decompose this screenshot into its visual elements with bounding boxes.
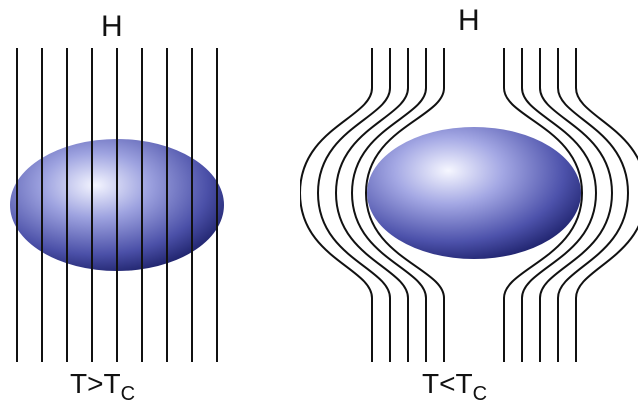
field-line <box>539 48 614 362</box>
superconducting-state-panel: H T<TC <box>300 0 638 404</box>
field-line <box>503 48 584 362</box>
field-line <box>350 48 427 362</box>
field-line <box>316 48 391 362</box>
straight-field-lines <box>16 48 218 362</box>
field-line <box>575 48 638 362</box>
field-line <box>521 48 598 362</box>
temperature-main: T>T <box>70 368 121 399</box>
field-line <box>334 48 409 362</box>
normal-state-panel: H T>TC <box>0 0 300 404</box>
critical-subscript: C <box>472 383 488 405</box>
superconducting-state-figure <box>300 48 638 362</box>
field-line <box>364 48 445 362</box>
expelled-field-lines <box>300 48 638 362</box>
field-line <box>300 48 373 362</box>
field-line <box>557 48 630 362</box>
normal-state-figure <box>10 48 224 362</box>
field-label-h: H <box>101 10 123 43</box>
temperature-label: T>TC <box>70 368 136 405</box>
temperature-label: T<TC <box>422 368 488 405</box>
field-label-h: H <box>458 4 480 37</box>
temperature-main: T<T <box>422 368 473 399</box>
sphere <box>367 127 581 259</box>
critical-subscript: C <box>120 383 136 405</box>
